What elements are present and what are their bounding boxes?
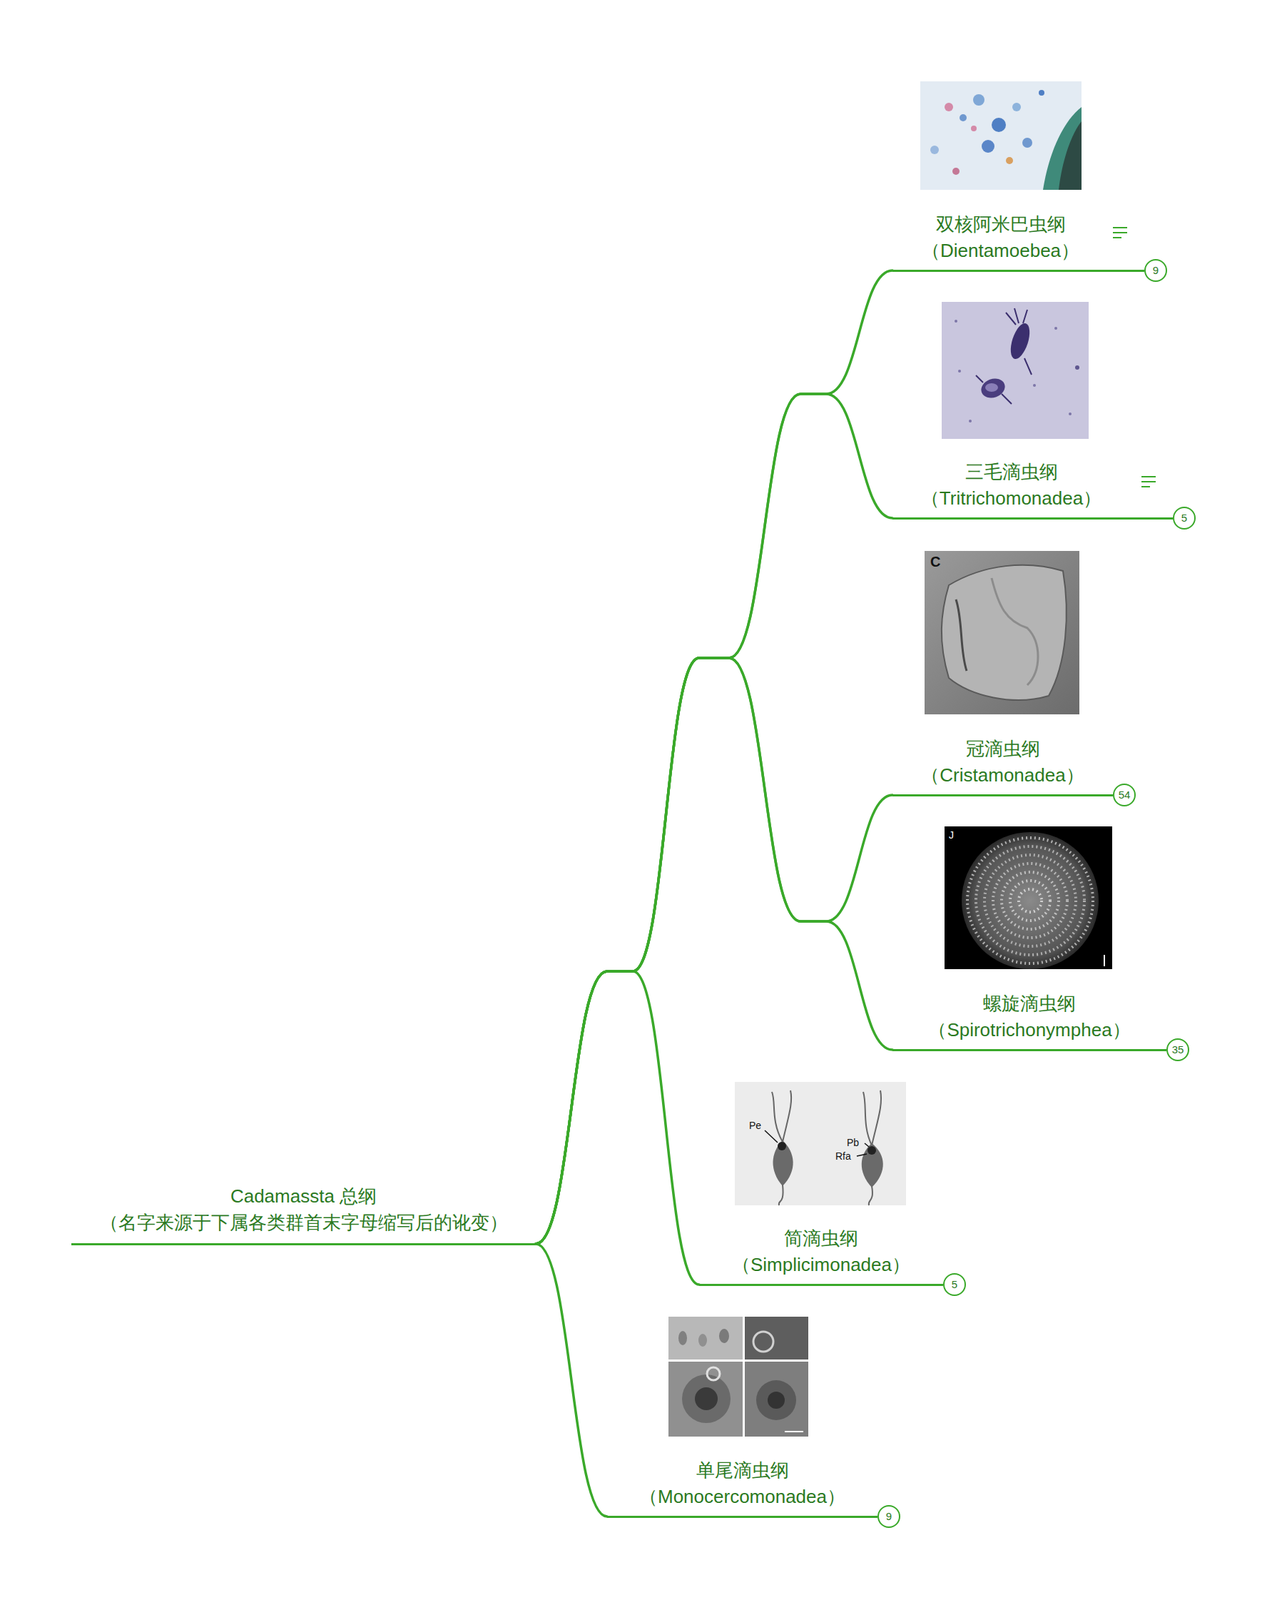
collapsed-count: 9 [877, 1504, 901, 1528]
topic-title: 双核阿米巴虫纲 [899, 211, 1102, 238]
branch-connector [535, 657, 893, 1244]
micrograph-photo [668, 1316, 809, 1437]
micrograph-photo [944, 826, 1113, 969]
branch-connector [535, 393, 893, 1244]
collapsed-count: 5 [943, 1272, 966, 1296]
panel-label: J [948, 829, 954, 840]
topic-subtitle: （Monocercomonadea） [614, 1483, 871, 1510]
root-topic: Cadamassta 总纲（名字来源于下属各类群首末字母缩写后的讹变） [71, 1182, 536, 1245]
collapsed-count: 5 [1172, 506, 1196, 530]
micrograph-photo [941, 301, 1089, 439]
panel-label: Rfa [835, 1150, 852, 1161]
collapsed-count: 9 [1144, 258, 1168, 282]
micrograph-photo [924, 550, 1080, 715]
topic-title: 三毛滴虫纲 [899, 458, 1123, 486]
micrograph-photo [734, 1081, 907, 1205]
note-icon [1141, 476, 1156, 487]
topic-title: 简滴虫纲 [706, 1224, 936, 1252]
branch-connector [535, 970, 700, 1285]
class-topic: 三毛滴虫纲（Tritrichomonadea） [892, 458, 1173, 520]
topic-title: 单尾滴虫纲 [614, 1456, 871, 1484]
topic-title: 冠滴虫纲 [899, 735, 1106, 762]
panel-label: Pe [749, 1120, 762, 1131]
class-topic: 简滴虫纲（Simplicimonadea） [699, 1224, 944, 1286]
topic-subtitle: （名字来源于下属各类群首末字母缩写后的讹变） [75, 1209, 532, 1236]
topic-title: 螺旋滴虫纲 [899, 990, 1160, 1017]
class-topic: 冠滴虫纲（Cristamonadea） [892, 735, 1113, 797]
class-topic: 单尾滴虫纲（Monocercomonadea） [607, 1456, 878, 1518]
collapsed-count: 35 [1166, 1037, 1190, 1061]
branch-connector [535, 270, 893, 1244]
topic-subtitle: （Cristamonadea） [899, 761, 1106, 789]
note-icon [1112, 227, 1128, 238]
branch-connector [535, 1243, 608, 1516]
topic-subtitle: （Spirotrichonymphea） [899, 1016, 1160, 1043]
class-topic: 螺旋滴虫纲（Spirotrichonymphea） [892, 990, 1167, 1051]
collapsed-count: 54 [1112, 783, 1136, 807]
panel-label: C [930, 554, 941, 569]
class-topic: 双核阿米巴虫纲（Dientamoebea） [892, 211, 1145, 272]
topic-subtitle: （Dientamoebea） [899, 237, 1102, 264]
panel-label: Pb [846, 1137, 859, 1148]
branch-connector [535, 657, 893, 1244]
topic-subtitle: （Simplicimonadea） [706, 1251, 936, 1278]
topic-title: Cadamassta 总纲 [75, 1182, 532, 1210]
topic-subtitle: （Tritrichomonadea） [899, 485, 1123, 512]
micrograph-photo [920, 81, 1082, 190]
